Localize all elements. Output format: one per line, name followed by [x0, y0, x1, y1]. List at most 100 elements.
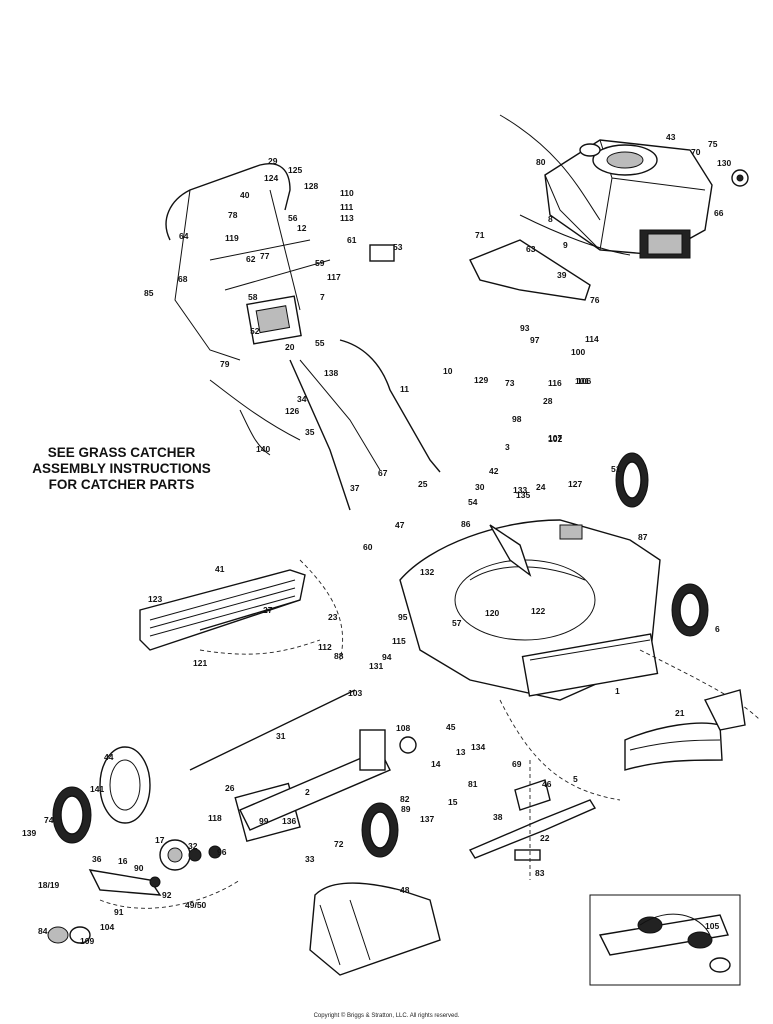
callout: 59: [315, 258, 325, 268]
callout: 48: [400, 885, 410, 895]
rear-shield: [624, 689, 746, 771]
callout: 131: [369, 661, 383, 671]
callout: 79: [220, 359, 230, 369]
callout: 33: [305, 854, 315, 864]
callout: 34: [297, 394, 307, 404]
engine-assembly: [544, 139, 749, 259]
callout: 51: [611, 464, 621, 474]
callout: 80: [536, 157, 546, 167]
callout: 35: [305, 427, 315, 437]
callout: 12: [297, 223, 307, 233]
callout: 82: [400, 794, 410, 804]
callout: 135: [516, 490, 530, 500]
note-line: ASSEMBLY INSTRUCTIONS: [32, 461, 211, 476]
callout: 117: [327, 272, 341, 282]
callout: 120: [485, 608, 499, 618]
callout: 3: [505, 442, 510, 452]
callout: 104: [100, 922, 114, 932]
callout: 58: [248, 292, 258, 302]
callout: 22: [540, 833, 550, 843]
callout: 139: [22, 828, 36, 838]
callout: 66: [714, 208, 724, 218]
callout: 124: [264, 173, 278, 183]
catcher-instructions-note: SEE GRASS CATCHER ASSEMBLY INSTRUCTIONS …: [14, 445, 229, 493]
callout: 69: [512, 759, 522, 769]
callout-labels: 1 2 3 5 6 7 8 9 10 11 12 13 14 15 16 17 …: [22, 132, 731, 946]
callout: 119: [225, 233, 239, 243]
callout: 29: [268, 156, 278, 166]
callout: 100: [571, 347, 585, 357]
callout: 103: [348, 688, 362, 698]
handle-assembly: [165, 163, 441, 511]
callout: 86: [461, 519, 471, 529]
callout: 70: [691, 147, 701, 157]
callout: 52: [250, 326, 260, 336]
callout: 55: [315, 338, 325, 348]
callout: 10: [443, 366, 453, 376]
callout: 25: [418, 479, 428, 489]
callout: 98: [512, 414, 522, 424]
callout: 126: [285, 406, 299, 416]
callout: 37: [350, 483, 360, 493]
callout: 130: [717, 158, 731, 168]
callout: 115: [392, 636, 406, 646]
callout: 9: [563, 240, 568, 250]
callout: 136: [282, 816, 296, 826]
callout: 64: [179, 231, 189, 241]
callout: 91: [114, 907, 124, 917]
callout: 26: [225, 783, 235, 793]
callout: 109: [80, 936, 94, 946]
callout: 107: [548, 433, 562, 443]
callout: 110: [340, 188, 354, 198]
engine-bracket: [469, 114, 631, 301]
callout: 23: [328, 612, 338, 622]
callout: 77: [260, 251, 270, 261]
callout: 42: [489, 466, 499, 476]
callout: 2: [305, 787, 310, 797]
callout: 5: [573, 774, 578, 784]
callout: 45: [446, 722, 456, 732]
callout: 92: [162, 890, 172, 900]
callout: 61: [347, 235, 357, 245]
callout: 87: [638, 532, 648, 542]
callout: 14: [431, 759, 441, 769]
callout: 134: [471, 742, 485, 752]
callout: 30: [475, 482, 485, 492]
callout: 71: [475, 230, 485, 240]
callout: 102: [548, 434, 562, 444]
callout: 1: [615, 686, 620, 696]
callout: 133: [513, 485, 527, 495]
callout: 140: [256, 444, 270, 454]
callout: 20: [285, 342, 295, 352]
callout: 27: [263, 605, 273, 615]
callout: 62: [246, 254, 256, 264]
callout: 137: [420, 814, 434, 824]
callout: 127: [568, 479, 582, 489]
callout: 113: [340, 213, 354, 223]
callout: 28: [543, 396, 553, 406]
callout: 90: [134, 863, 144, 873]
callout: 40: [240, 190, 250, 200]
callout: 84: [38, 926, 48, 936]
callout: 31: [276, 731, 286, 741]
callout: 76: [590, 295, 600, 305]
callout: 46: [542, 779, 552, 789]
callout: 36: [92, 854, 102, 864]
callout: 41: [215, 564, 225, 574]
callout: 72: [334, 839, 344, 849]
callout: 54: [468, 497, 478, 507]
callout: 85: [144, 288, 154, 298]
mower-deck: [399, 519, 761, 801]
callout: 121: [193, 658, 207, 668]
callout: 116: [548, 378, 562, 388]
callout: 24: [536, 482, 546, 492]
callout: 6: [715, 624, 720, 634]
callout: 43: [666, 132, 676, 142]
callout: 118: [208, 813, 222, 823]
callout: 57: [452, 618, 462, 628]
callout: 8: [548, 214, 553, 224]
callout: 17: [155, 835, 165, 845]
callout: 105: [705, 921, 719, 931]
callout: 89: [401, 804, 411, 814]
